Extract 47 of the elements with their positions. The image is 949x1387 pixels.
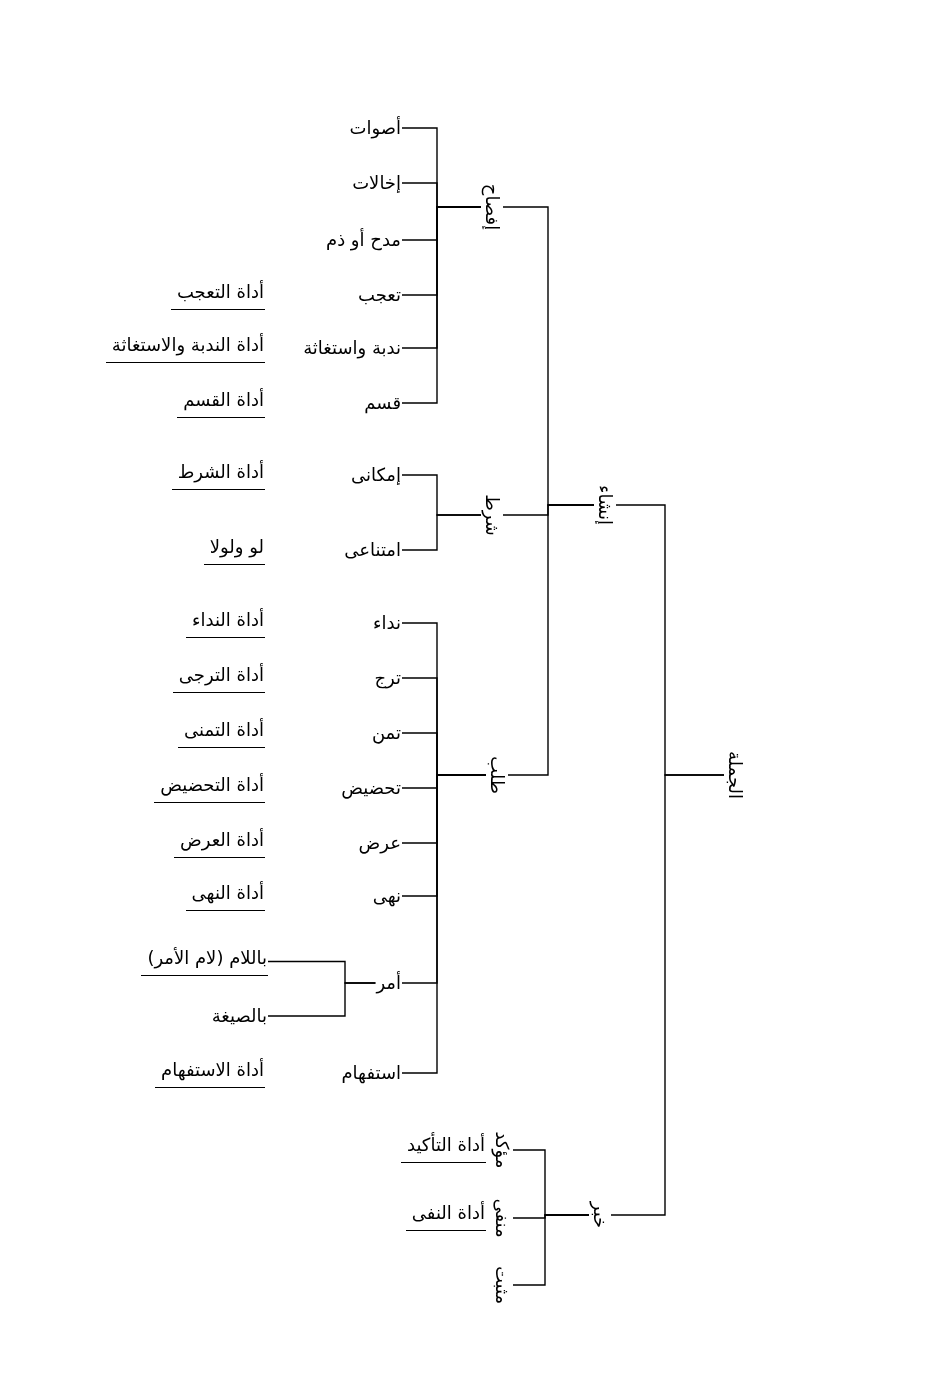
connector-line [401, 514, 482, 551]
category-label: نداء [372, 612, 402, 634]
underlined-label: أداة النفى [405, 1202, 486, 1231]
connector-line [401, 774, 487, 1074]
connector-line [267, 982, 377, 1017]
category-label: ندبة واستغاثة [302, 337, 402, 359]
category-label: عرض [357, 832, 402, 854]
rotated-label: طلب [486, 756, 508, 794]
rotated-label: منفى [491, 1198, 513, 1238]
underlined-label: أداة الاستفهام [155, 1059, 265, 1088]
rotated-label: خبر [589, 1201, 611, 1229]
rotated-label: إنشاء [594, 485, 616, 525]
underlined-label: أداة النداء [186, 609, 265, 638]
underlined-label: أداة العرض [173, 829, 265, 858]
category-label: تعجب [357, 284, 402, 306]
category-label: تمن [370, 722, 402, 744]
underlined-label: أداة الشرط [171, 461, 265, 490]
underlined-label: أداة النهى [185, 882, 265, 911]
underlined-label: أداة التعجب [170, 281, 265, 310]
underlined-label: باللام (لام الأمر) [141, 947, 268, 976]
underlined-label: أداة القسم [177, 389, 265, 418]
category-label: تحضيض [340, 777, 402, 799]
category-label: إخالات [351, 172, 402, 194]
rotated-label: مثبت [491, 1265, 513, 1305]
category-label: إمكانى [349, 464, 402, 486]
category-label: نهى [371, 885, 402, 907]
underlined-label: أداة التأكيد [400, 1134, 486, 1163]
category-label: بالصيغة [210, 1005, 268, 1027]
category-label: امتناعى [343, 539, 402, 561]
underlined-label: أداة التحضيض [154, 774, 265, 803]
category-label: ترج [373, 667, 402, 689]
category-label: استفهام [340, 1062, 402, 1084]
connector-line [507, 504, 595, 776]
connector-line [512, 1214, 590, 1286]
rotated-label: الجملة [724, 750, 746, 800]
category-label: مدح أو ذم [325, 229, 402, 251]
underlined-label: أداة الندبة والاستغاثة [105, 334, 265, 363]
category-label: قسم [363, 392, 402, 414]
connector-line [610, 774, 725, 1216]
underlined-label: لو ولولا [203, 536, 265, 565]
underlined-label: أداة التمنى [178, 719, 265, 748]
underlined-label: أداة الترجى [172, 664, 265, 693]
rotated-label: مؤكد [491, 1131, 513, 1169]
category-label: أمر [375, 972, 402, 994]
category-label: أصوات [348, 117, 402, 139]
rotated-label: شرط [481, 494, 503, 536]
rotated-label: إفصاح [481, 183, 503, 231]
